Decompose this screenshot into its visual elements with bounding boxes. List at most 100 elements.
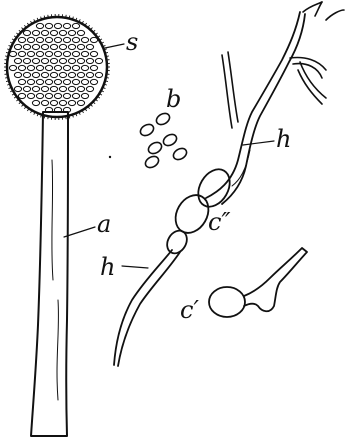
- spore-cell: [23, 44, 30, 49]
- spore-cell: [14, 44, 21, 49]
- spore-cell: [68, 72, 75, 77]
- spore-cell: [36, 79, 43, 84]
- spore-cell: [18, 79, 25, 84]
- spore-cell: [9, 65, 16, 70]
- spore-cell: [27, 51, 34, 56]
- spore-cell: [59, 30, 66, 35]
- label-h-upper: h: [276, 125, 291, 153]
- spore-cell: [45, 51, 52, 56]
- spore-cell: [27, 65, 34, 70]
- spore-cell: [27, 93, 34, 98]
- spore-cell: [90, 65, 97, 70]
- spore-cell: [59, 58, 66, 63]
- sporangiophore-stalk: [31, 112, 68, 436]
- spore-cell: [86, 86, 93, 91]
- spore-cell: [72, 65, 79, 70]
- spore-cell: [63, 23, 70, 28]
- spore-cell: [59, 86, 66, 91]
- spore-cell: [27, 37, 34, 42]
- rim-spike: [66, 15, 67, 18]
- spore-cell: [45, 79, 52, 84]
- spore-cell: [63, 51, 70, 56]
- spore-cell: [63, 93, 70, 98]
- spore-cell: [41, 100, 48, 105]
- spore-cell: [41, 58, 48, 63]
- spore-cell: [90, 51, 97, 56]
- spore-cell: [68, 30, 75, 35]
- spore-cell: [27, 79, 34, 84]
- spore-cell: [36, 93, 43, 98]
- spore-cell: [81, 93, 88, 98]
- label-b: b: [166, 85, 181, 113]
- spore-cell: [77, 58, 84, 63]
- spore-cell: [54, 23, 61, 28]
- spore-cell: [59, 100, 66, 105]
- spore-cell: [68, 58, 75, 63]
- spore-cell: [41, 30, 48, 35]
- spore-cell: [68, 100, 75, 105]
- spore-cell: [77, 100, 84, 105]
- spore-cell: [50, 58, 57, 63]
- spore-cell: [14, 72, 21, 77]
- spore-cell: [9, 51, 16, 56]
- spore-cell: [63, 65, 70, 70]
- spore-cell: [50, 86, 57, 91]
- spore-cell: [36, 65, 43, 70]
- spore-cell: [86, 58, 93, 63]
- spore-cell: [23, 86, 30, 91]
- spore-cell: [50, 72, 57, 77]
- spore-cell: [72, 37, 79, 42]
- spore-cell: [54, 79, 61, 84]
- spore-cell: [36, 37, 43, 42]
- spore-cell: [32, 44, 39, 49]
- spore-cell: [41, 44, 48, 49]
- spore-cell: [59, 44, 66, 49]
- spore-cell: [36, 51, 43, 56]
- spore-cell: [77, 30, 84, 35]
- spore-cell: [32, 100, 39, 105]
- spore-cell: [68, 86, 75, 91]
- spore-cell: [90, 37, 97, 42]
- spore-cell: [14, 58, 21, 63]
- spore-cell: [14, 86, 21, 91]
- spore-cell: [72, 93, 79, 98]
- spore-cell: [72, 23, 79, 28]
- spore-cell: [45, 23, 52, 28]
- sporangium-head: [4, 14, 110, 120]
- spore-cell: [54, 37, 61, 42]
- rim-spike: [5, 56, 8, 57]
- spore-cell: [54, 93, 61, 98]
- spore-cell: [18, 51, 25, 56]
- spore-cell: [18, 65, 25, 70]
- spore-cell: [86, 72, 93, 77]
- spore-cell: [45, 93, 52, 98]
- spore-cell: [32, 58, 39, 63]
- loose-spores: [109, 111, 189, 170]
- spore-cell: [54, 51, 61, 56]
- spore-cell: [63, 79, 70, 84]
- germinating-hypha: [114, 2, 344, 366]
- spore-cell: [23, 30, 30, 35]
- rim-spike: [106, 56, 109, 57]
- spore-cell: [81, 51, 88, 56]
- spore-cell: [95, 72, 102, 77]
- spore-cell: [50, 30, 57, 35]
- spore-cell: [23, 58, 30, 63]
- spore-cell: [72, 79, 79, 84]
- spore-cell: [18, 93, 25, 98]
- label-c-double-prime: c″: [208, 208, 230, 236]
- rim-spike: [48, 116, 49, 119]
- label-c-prime: c′: [180, 296, 199, 324]
- spore-cell: [86, 44, 93, 49]
- spore-cell: [63, 37, 70, 42]
- spore-cell: [59, 72, 66, 77]
- spore-cell: [32, 86, 39, 91]
- germinating-spore: [209, 248, 307, 317]
- label-a: a: [97, 210, 111, 238]
- spore-cell: [41, 72, 48, 77]
- rim-spike: [66, 116, 67, 119]
- spore-cell: [95, 58, 102, 63]
- spore-cell: [18, 37, 25, 42]
